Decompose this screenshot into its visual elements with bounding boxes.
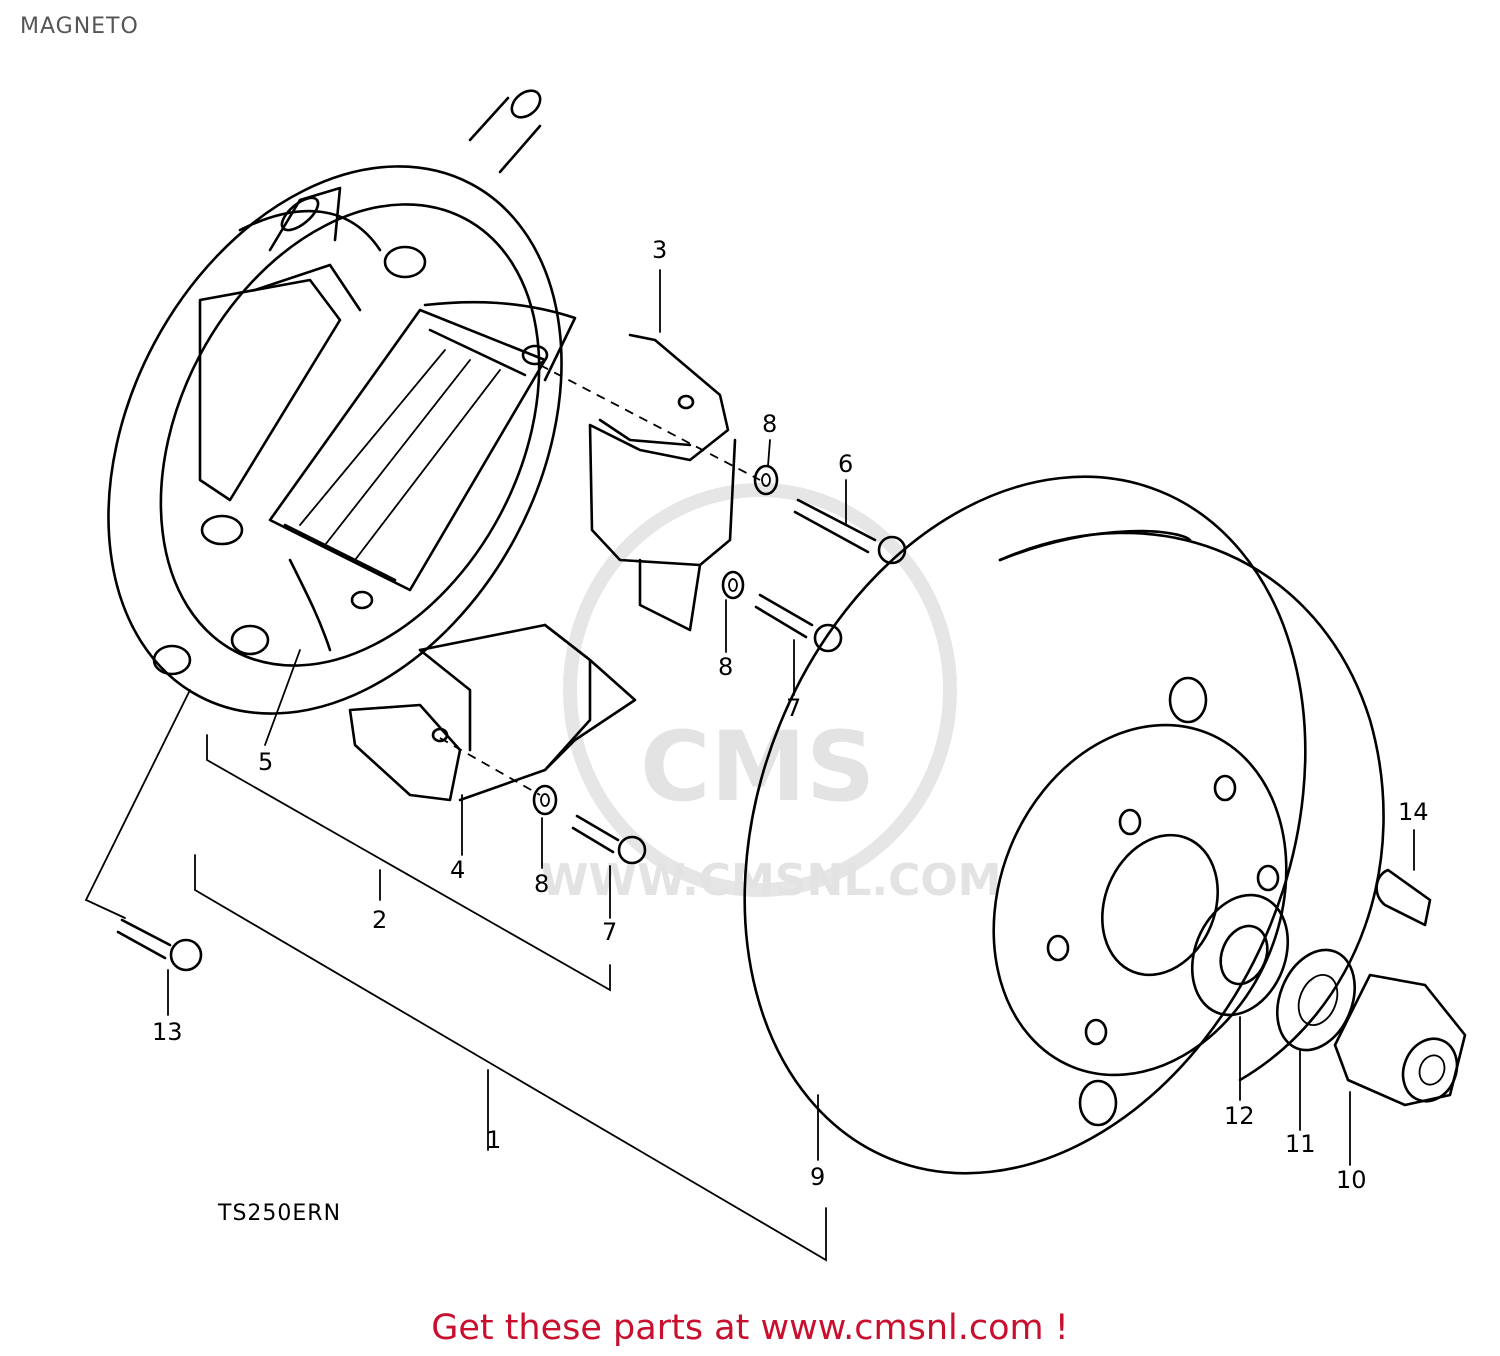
washer-12: [1190, 893, 1290, 1017]
callout-12: 12: [1224, 1102, 1255, 1130]
callout-6: 6: [838, 450, 853, 478]
watermark-url: WWW.CMSNL.COM: [540, 855, 1002, 906]
screw-6: [793, 498, 907, 565]
callout-2: 2: [372, 906, 387, 934]
callout-7: 7: [602, 918, 617, 946]
callout-8: 8: [718, 653, 733, 681]
cms-watermark: CMS WWW.CMSNL.COM: [540, 483, 1002, 906]
coil-part-3: [588, 333, 737, 632]
watermark-logo: CMS: [640, 711, 875, 823]
callout-14: 14: [1398, 798, 1429, 826]
magneto-exploded-diagram: CMS WWW.CMSNL.COM: [84, 89, 1467, 1262]
callout-1: 1: [486, 1126, 501, 1154]
page-title: MAGNETO: [20, 14, 139, 39]
mounting-axis: [439, 737, 541, 796]
screw-13: [116, 918, 203, 972]
callout-10: 10: [1336, 1166, 1367, 1194]
key-14: [1375, 868, 1432, 927]
nut-10: [1333, 973, 1467, 1107]
callout-5: 5: [258, 748, 273, 776]
screw-7: [754, 593, 843, 653]
model-code: TS250ERN: [217, 1201, 341, 1226]
washer-8: [532, 784, 558, 816]
coil-part-4: [348, 623, 637, 802]
crankshaft-end: [468, 89, 542, 174]
stator-coil: [268, 308, 549, 610]
callout-7: 7: [786, 694, 801, 722]
callout-3: 3: [652, 236, 667, 264]
stator-plate: [107, 165, 577, 715]
callout-13: 13: [152, 1018, 183, 1046]
cmsnl-link[interactable]: Get these parts at www.cmsnl.com !: [431, 1308, 1069, 1348]
washer-8: [721, 570, 745, 600]
leader-lines: [84, 269, 1415, 1262]
callout-numbers: 1 2 3 4 5 6 7 7 8 8 8 9 10 11 12 13 14: [152, 236, 1429, 1194]
washer-8: [753, 464, 779, 496]
screw-7: [571, 814, 647, 865]
callout-8: 8: [762, 410, 777, 438]
callout-11: 11: [1285, 1130, 1316, 1158]
callout-8: 8: [534, 870, 549, 898]
callout-4: 4: [450, 856, 465, 884]
callout-9: 9: [810, 1163, 825, 1191]
rotor-flywheel: [743, 475, 1385, 1175]
